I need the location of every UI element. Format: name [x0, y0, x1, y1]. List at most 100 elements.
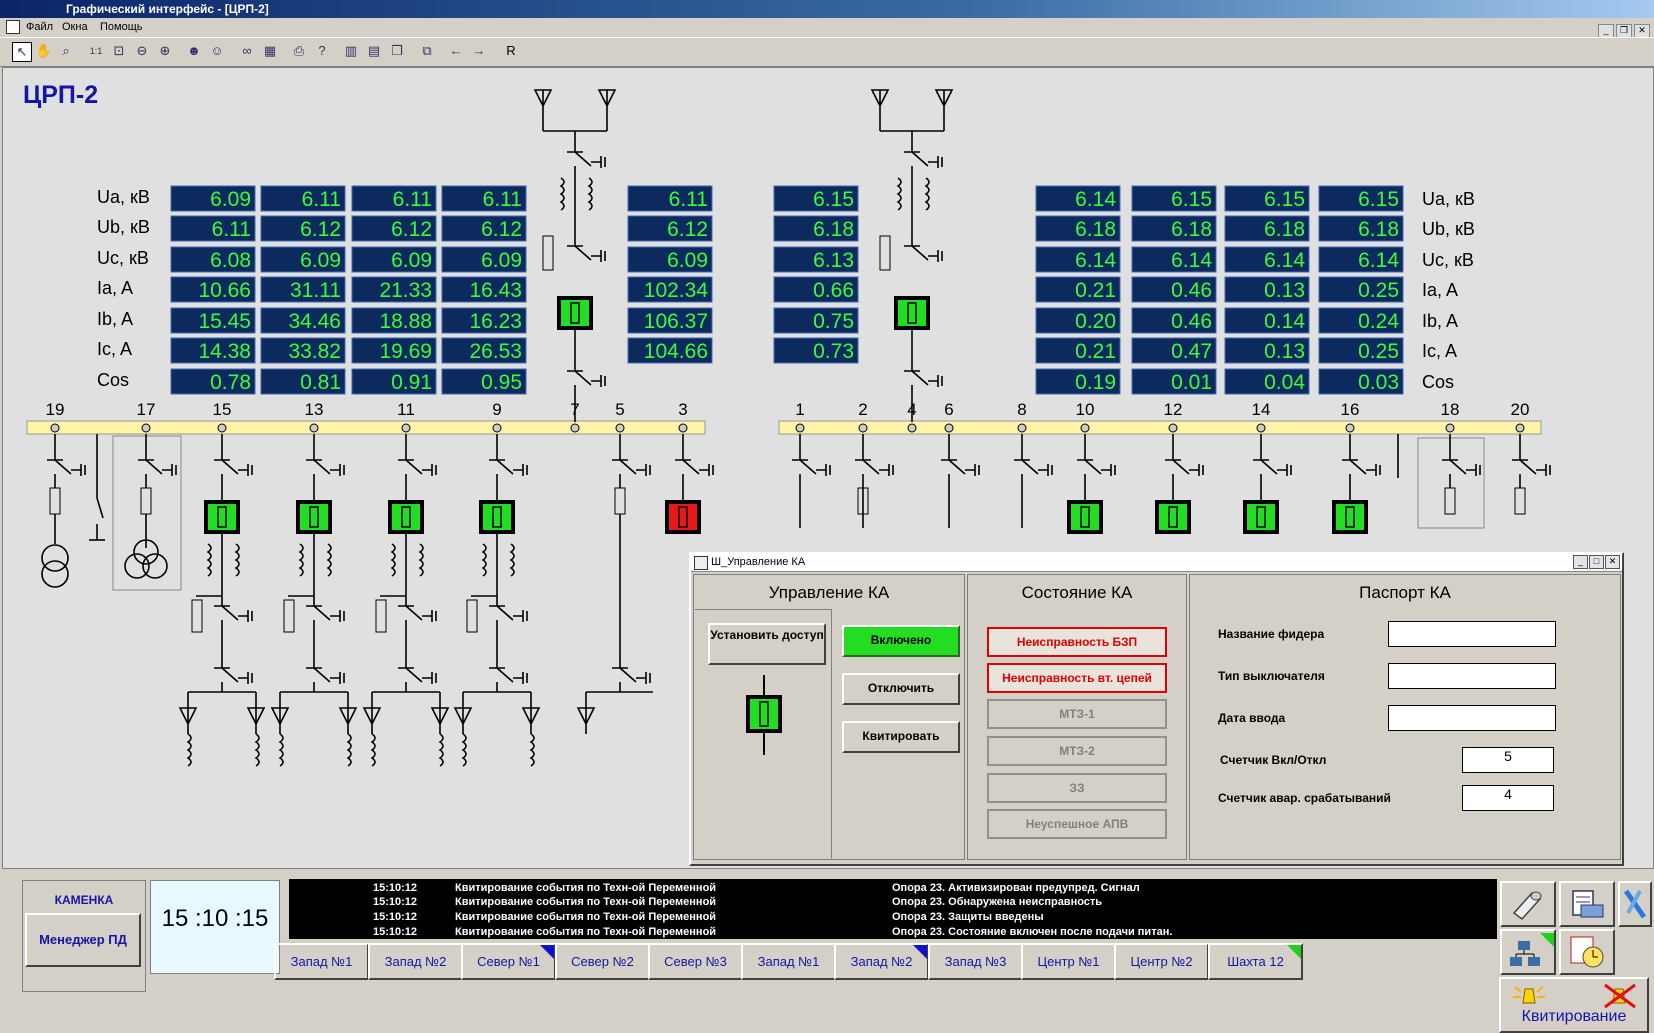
zoom-fit-icon[interactable]: ⊡ [113, 43, 125, 58]
area-tab[interactable]: Центр №2 [1114, 943, 1209, 980]
area-tab[interactable]: Север №1 [461, 943, 556, 980]
measurement-cell: 0.13 [1224, 337, 1310, 364]
print-icon[interactable]: ⎙ [293, 43, 305, 58]
area-tab[interactable]: Шахта 12 [1208, 943, 1303, 980]
acknowledge-button[interactable]: Квитировать [842, 721, 960, 753]
alarm-counter-field[interactable]: 4 [1462, 785, 1554, 811]
area-tab[interactable]: Запад №2 [834, 943, 929, 980]
app-system-icon[interactable] [6, 20, 20, 34]
menu-windows[interactable]: Окна [62, 21, 88, 33]
user-icon[interactable]: ☻ [187, 43, 201, 58]
report-icon[interactable] [1559, 881, 1615, 927]
set-access-button[interactable]: Установить доступ [708, 623, 826, 665]
area-tab[interactable]: Запад №1 [274, 943, 369, 980]
measurement-cell: 6.11 [627, 185, 713, 212]
cable-end-symbol [270, 707, 290, 734]
acknowledge-all-button[interactable]: Квитирование [1499, 977, 1649, 1033]
measurement-box [351, 337, 437, 364]
windows-icon[interactable]: ⧉ [422, 43, 432, 58]
current-transformer [418, 543, 424, 577]
calendar-icon[interactable]: ▦ [263, 43, 277, 58]
magnifier-icon[interactable]: ⌕ [62, 43, 70, 58]
tile-vertical-icon[interactable]: ▥ [344, 43, 358, 58]
feeder-number: 5 [615, 400, 624, 419]
minimize-icon[interactable]: _ [1573, 555, 1588, 569]
area-tab[interactable]: Запад №1 [741, 943, 836, 980]
measurement-cell: 0.73 [773, 337, 859, 364]
bus-connection-point [858, 423, 868, 433]
area-tab[interactable]: Север №3 [648, 943, 743, 980]
zoom-out-icon[interactable]: ⊖ [136, 43, 148, 58]
measurement-box [773, 215, 859, 242]
area-tab[interactable]: Запад №2 [368, 943, 463, 980]
zoom-in-icon[interactable]: ⊕ [159, 43, 171, 58]
onoff-counter-field[interactable]: 5 [1462, 747, 1554, 773]
tile-horizontal-icon[interactable]: ▤ [367, 43, 381, 58]
hand-icon[interactable]: ✋ [35, 43, 53, 58]
breaker-type-field[interactable] [1388, 663, 1556, 689]
menu-bar: Файл Окна Помощь [0, 18, 1654, 36]
back-arrow-icon[interactable]: ← [449, 43, 463, 58]
binoculars-icon[interactable]: ∞ [242, 43, 252, 58]
pointer-icon[interactable]: ↖ [12, 42, 32, 62]
schedule-clock-icon[interactable] [1559, 929, 1615, 975]
turn-off-button[interactable]: Отключить [842, 673, 960, 705]
measurement-cell: 6.11 [170, 215, 256, 242]
feeder-name-field[interactable] [1388, 621, 1556, 647]
measurement-box [260, 337, 346, 364]
cable-end-symbol [453, 707, 473, 734]
state-on-button[interactable]: Включено [842, 625, 960, 657]
bus-connection-point [309, 423, 319, 433]
menu-help[interactable]: Помощь [100, 21, 143, 33]
close-icon[interactable]: ✕ [1634, 24, 1650, 38]
area-tab[interactable]: Север №2 [555, 943, 650, 980]
cable-end-symbol [934, 89, 954, 116]
measurement-cell: 6.12 [260, 215, 346, 242]
close-icon[interactable]: ✕ [1605, 555, 1620, 569]
forward-arrow-icon[interactable]: → [472, 43, 486, 58]
dialog-title: Ш_Управление КА [711, 556, 806, 568]
area-tab[interactable]: Центр №1 [1021, 943, 1116, 980]
maximize-icon[interactable]: □ [1589, 555, 1604, 569]
tools-icon[interactable] [1618, 881, 1652, 927]
measurement-value: 0.21 [1075, 340, 1116, 363]
users-icon[interactable]: ☺ [210, 43, 224, 58]
roll-icon[interactable] [1500, 881, 1556, 927]
measurement-value: 6.18 [1264, 218, 1305, 241]
measurement-box [170, 307, 256, 334]
current-transformer [298, 543, 304, 577]
feeder-number: 16 [1341, 400, 1360, 419]
network-icon[interactable] [1500, 929, 1556, 975]
measurement-cell: 21.33 [351, 276, 437, 303]
menu-file[interactable]: Файл [26, 21, 54, 33]
help-icon[interactable]: ? [318, 43, 326, 58]
measurement-box [170, 215, 256, 242]
commission-date-field[interactable] [1388, 705, 1556, 731]
measurement-box [170, 368, 256, 395]
manager-pd-button[interactable]: Менеджер ПД [25, 913, 141, 967]
area-tab[interactable]: Запад №3 [928, 943, 1023, 980]
param-label: Ua, кВ [1422, 189, 1475, 209]
current-transformer [924, 177, 930, 211]
restore-icon[interactable]: ❐ [1616, 24, 1632, 38]
current-transformer [278, 733, 284, 767]
zoom-1to1-icon[interactable]: 1:1 [89, 46, 103, 56]
measurement-cell: 6.09 [260, 246, 346, 273]
measurement-value: 6.14 [1075, 188, 1116, 211]
cascade-icon[interactable]: ❒ [391, 43, 403, 58]
current-transformer [896, 177, 902, 211]
onoff-counter-label: Счетчик Вкл/Откл [1220, 753, 1327, 767]
measurement-box [170, 185, 256, 212]
minimize-icon[interactable]: _ [1598, 24, 1614, 38]
measurement-value: 6.18 [1358, 218, 1399, 241]
current-transformer [559, 177, 565, 211]
measurement-cell: 6.18 [1131, 215, 1217, 242]
measurement-value: 6.09 [391, 249, 432, 272]
refresh-button[interactable]: R [506, 43, 516, 58]
measurement-cell: 18.88 [351, 307, 437, 334]
control-header: Управление КА [768, 583, 890, 602]
